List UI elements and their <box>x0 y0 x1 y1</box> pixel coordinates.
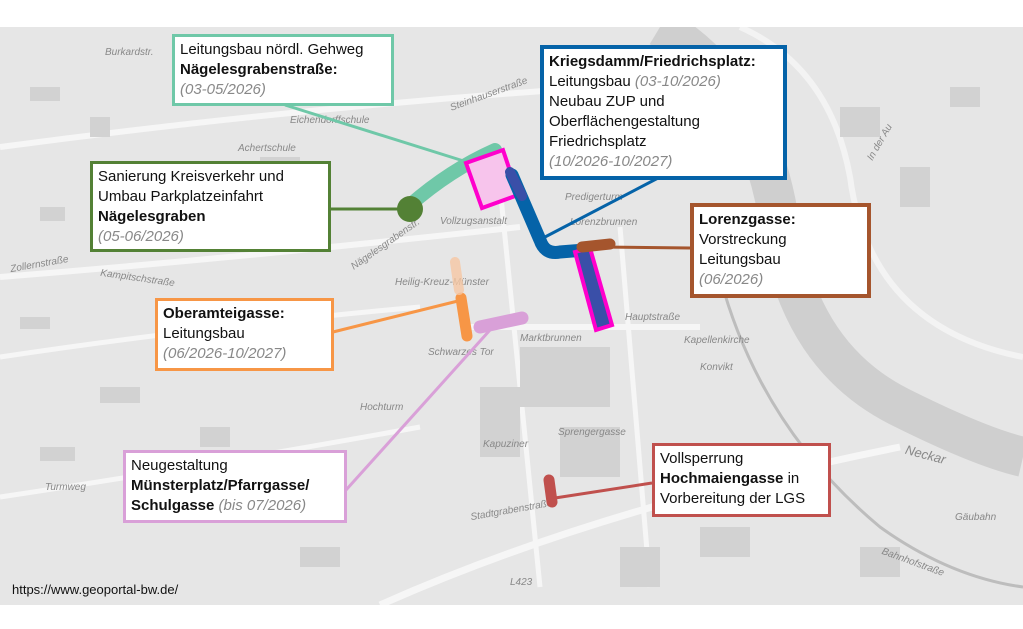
callout-text: Leitungsbau <box>549 73 631 90</box>
leader-line <box>284 103 471 165</box>
callout-text: Neubau ZUP und <box>549 93 665 110</box>
callout-date: (06/2026-10/2027) <box>163 345 287 362</box>
map-label: Kapellenkirche <box>684 335 750 346</box>
map-label: Konvikt <box>700 362 733 373</box>
kriegsdamm-inner-segment <box>505 167 527 201</box>
map-label: Turmweg <box>45 482 86 493</box>
map-label: Achertschule <box>238 143 296 154</box>
callout-text: Vorstreckung <box>699 231 787 248</box>
map-label: Kapuziner <box>483 439 529 450</box>
callout-text: Oberflächengestaltung <box>549 113 700 130</box>
lorenzgasse-segment[interactable] <box>576 238 616 253</box>
kreisverkehr-marker[interactable] <box>397 196 423 222</box>
callout-text: Vorbereitung der LGS <box>660 490 806 507</box>
callout-title: Nägelesgraben <box>98 208 206 225</box>
leader-line <box>544 175 661 239</box>
callout-title: Nägelesgrabenstraße: <box>180 61 338 78</box>
callout-kriegsdamm: Kriegsdamm/Friedrichsplatz: Leitungsbau … <box>540 45 787 180</box>
hochmaiengasse-segment[interactable] <box>543 474 558 508</box>
map-label: Sprengergasse <box>558 427 626 438</box>
callout-text: Leitungsbau nördl. Gehweg <box>180 41 364 58</box>
callout-muensterplatz: Neugestaltung Münsterplatz/Pfarrgasse/ S… <box>123 450 347 523</box>
leader-line <box>344 328 492 492</box>
oberamteigasse-segment-light <box>450 257 464 295</box>
map-label: Vollzugsanstalt <box>440 216 507 227</box>
callout-date: (05-06/2026) <box>98 228 184 245</box>
map-label: L423 <box>510 577 533 588</box>
leader-line <box>554 481 653 500</box>
callout-title: Lorenzgasse: <box>699 211 796 228</box>
map-label: Gäubahn <box>955 512 997 523</box>
callout-lorenzgasse: Lorenzgasse: Vorstreckung Leitungsbau (0… <box>690 203 871 298</box>
kriegsdamm-segment[interactable] <box>505 168 592 259</box>
map-label: Marktbrunnen <box>520 333 582 344</box>
map-label: Schwarzes Tor <box>428 347 494 358</box>
friedrichsplatz-area-marker[interactable] <box>572 245 615 333</box>
callout-text: Neugestaltung <box>131 457 228 474</box>
callout-title: Hochmaiengasse <box>660 470 784 487</box>
leader-line <box>332 298 463 334</box>
callout-hochmaiengasse: Vollsperrung Hochmaiengasse in Vorbereit… <box>652 443 831 517</box>
callout-text: Sanierung Kreisverkehr und <box>98 168 284 185</box>
map-label: Hauptstraße <box>625 312 681 323</box>
callout-kreisverkehr: Sanierung Kreisverkehr und Umbau Parkpla… <box>90 161 331 252</box>
callout-title: Kriegsdamm/Friedrichsplatz: <box>549 53 756 70</box>
callout-date: (06/2026) <box>699 271 764 288</box>
callout-title: Oberamteigasse: <box>163 305 285 322</box>
muensterplatz-segment[interactable] <box>473 311 529 334</box>
callout-text: Vollsperrung <box>660 450 744 467</box>
map-label: Predigerturm <box>565 192 623 203</box>
callout-date: (03-10/2026) <box>634 73 721 90</box>
callout-naegelesgrabenstrasse: Leitungsbau nördl. Gehweg Nägelesgrabens… <box>172 34 394 106</box>
callout-date: (03-05/2026) <box>180 81 266 98</box>
oberamteigasse-segment[interactable] <box>455 292 473 342</box>
callout-text: Umbau Parkplatzeinfahrt <box>98 188 264 205</box>
callout-title: Schulgasse <box>131 497 215 514</box>
callout-date: (bis 07/2026) <box>218 497 307 514</box>
callout-oberamteigasse: Oberamteigasse: Leitungsbau (06/2026-10/… <box>155 298 334 371</box>
map-label: Lorenzbrunnen <box>570 217 638 228</box>
callout-text: Leitungsbau <box>163 325 245 342</box>
callout-title: Münsterplatz/Pfarrgasse/ <box>131 477 310 494</box>
map-source-credit: https://www.geoportal-bw.de/ <box>12 582 179 597</box>
callout-text: Leitungsbau <box>699 251 781 268</box>
map-label: Burkardstr. <box>105 47 154 58</box>
callout-text: in <box>787 470 800 487</box>
callout-date: (10/2026-10/2027) <box>549 153 673 170</box>
map-label: Hochturm <box>360 402 404 413</box>
map-label: Heilig-Kreuz-Münster <box>395 277 489 288</box>
callout-text: Friedrichsplatz <box>549 133 647 150</box>
leader-line <box>599 245 691 250</box>
